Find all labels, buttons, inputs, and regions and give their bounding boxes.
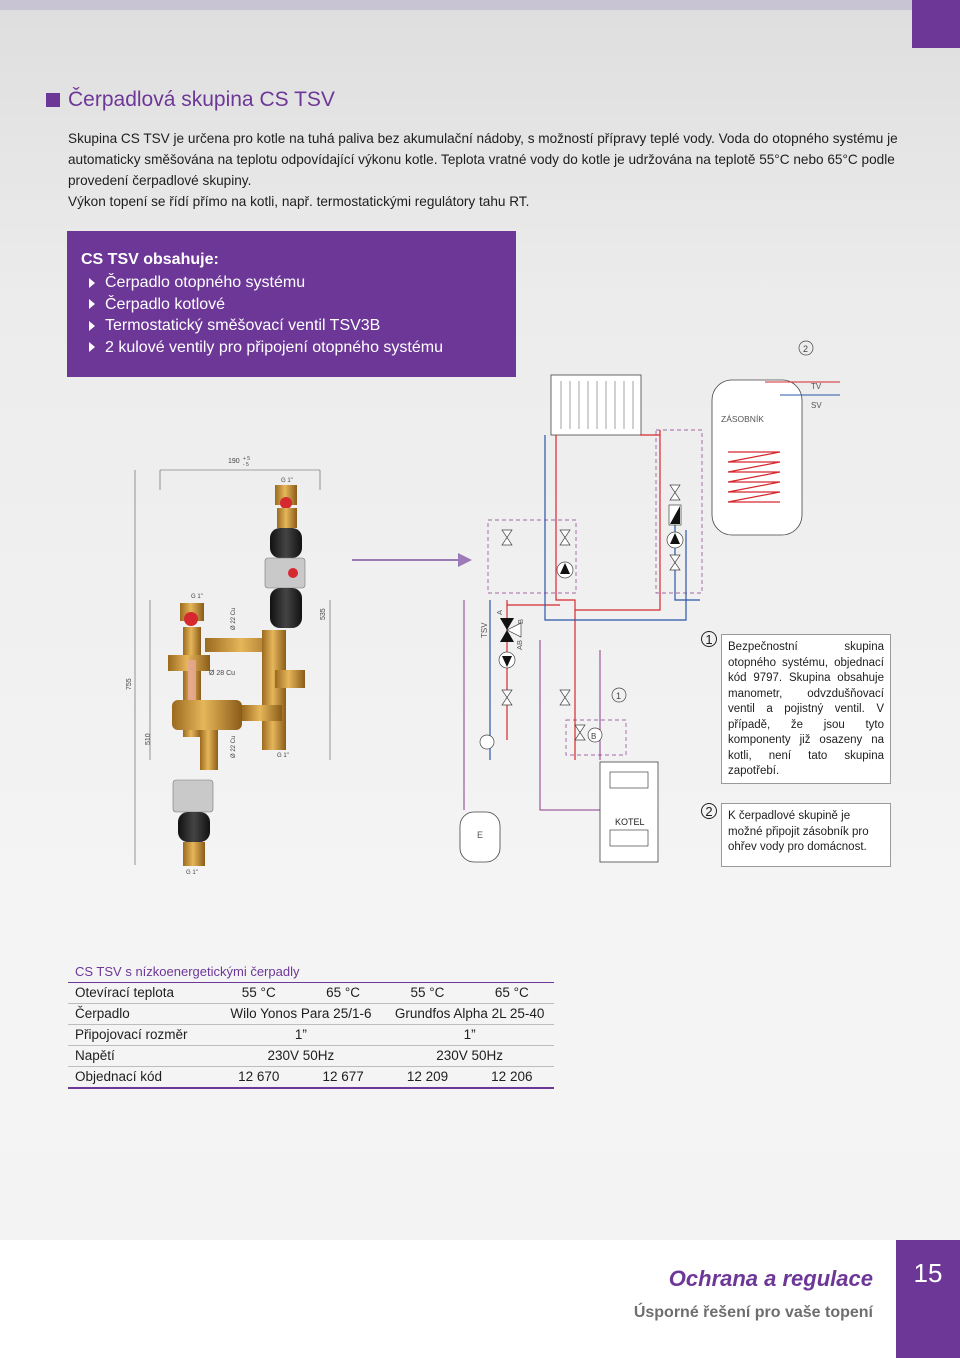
table-cell: 230V 50Hz [436,1048,504,1063]
table-row: Čerpadlo Wilo Yonos Para 25/1-6 Grundfos… [68,1004,554,1025]
triangle-bullet-icon [89,342,95,353]
table-cell: 12 670 [238,1069,280,1084]
dimension-22cu-bottom-label: Ø 22 Cu [231,736,237,758]
top-fitting [275,485,297,505]
footer-slogan: Ochrana a regulace [668,1266,873,1291]
hot-water-outlet-label: TV [811,382,822,391]
marker-2-circle [798,340,814,356]
page-number-box: 15 [896,1240,960,1358]
table-row-label: Otevírací teplota [75,985,175,1000]
upper-insulation [270,528,302,558]
table-row-label: Objednací kód [75,1069,163,1084]
valve-port-b-label: B [516,619,525,624]
table-caption: CS TSV s nízkoenergetickými čerpadly [68,962,554,983]
table-cell: Wilo Yonos Para 25/1-6 [230,1006,372,1021]
title-square-icon [46,93,60,107]
dimension-535-label: 535 [320,608,327,620]
left-ball-valve-handle [184,612,198,626]
boiler-pump [172,779,214,813]
footer-strip [0,1240,960,1358]
expansion-vessel-label: E [477,830,483,840]
connection-g1-top-label: G 1" [281,478,293,484]
dimension-28cu-label: Ø 28 Cu [209,670,235,677]
top-ball-valve-handle [280,497,292,509]
triangle-bullet-icon [89,299,95,310]
page-title: Čerpadlová skupina CS TSV [46,88,335,112]
contents-item: Termostatický směšovací ventil TSV3B [89,315,443,337]
table-cell: 55 °C [410,985,445,1000]
top-border-line [0,0,912,10]
table-row: Napětí 230V 50Hz 230V 50Hz [68,1046,554,1067]
expansion-vessel [459,811,501,863]
contents-list: Čerpadlo otopného systému Čerpadlo kotlo… [89,272,443,358]
corner-tab [912,0,960,48]
table-row: Otevírací teplota 55 °C 65 °C 55 °C 65 °… [68,983,554,1004]
dimension-tolerance-plus: + 5 [243,456,250,462]
technical-figure: 190 + 5 - 5 G 1" G 1" G 1" G 1" Ø 28 Cu … [126,340,840,876]
marker-2-text: 2 [803,344,808,354]
note-safety-group: Bezpečnostní skupina otopného systému, o… [721,634,891,784]
pump-group-drawing: 190 + 5 - 5 G 1" G 1" G 1" G 1" Ø 28 Cu … [126,456,331,876]
table-cell: 65 °C [326,985,361,1000]
dimension-190-label: 190 [228,458,240,465]
page-title-text: Čerpadlová skupina CS TSV [68,88,335,111]
marker-1-circle [611,687,627,703]
intro-text: Skupina CS TSV je určena pro kotle na tu… [68,128,898,212]
intro-paragraph-1: Skupina CS TSV je určena pro kotle na tu… [68,131,898,188]
mixing-valve-label: TSV [480,622,489,638]
contents-box-heading: CS TSV obsahuje: [81,251,219,268]
triangle-bullet-icon [89,277,95,288]
table-cell: 1” [294,1027,307,1042]
valve-port-a-label: A [495,610,504,615]
boiler-label: KOTEL [615,817,645,827]
product-table: CS TSV s nízkoenergetickými čerpadly Ote… [68,962,554,1089]
triangle-bullet-icon [89,320,95,331]
cold-water-inlet-label: SV [811,401,822,410]
table-row-label: Napětí [75,1048,115,1063]
note-storage-tank: K čerpadlové skupině je možné připojit z… [721,803,891,867]
connection-g1-left-label: G 1" [191,594,203,600]
valve-port-ab-label: AB [515,640,524,650]
thermostatic-mixing-valve [172,700,242,730]
direction-arrow [352,553,472,567]
radiator [550,374,642,436]
boiler [599,761,659,863]
contents-box: CS TSV obsahuje: Čerpadlo otopného systé… [67,231,516,377]
footer-subslogan: Úsporné řešení pro vaše topení [633,1304,873,1321]
table-cell: 55 °C [241,985,276,1000]
dimension-tolerance-minus: - 5 [243,462,249,468]
table-cell: 230V 50Hz [267,1048,335,1063]
table-cell: 12 677 [322,1069,364,1084]
safety-valve-b-label: B [591,732,596,741]
dimension-22cu-top-label: Ø 22 Cu [231,608,237,630]
hydraulic-schema: ZÁSOBNÍK TV SV 2 [459,340,840,863]
connection-g1-bottom-label: G 1" [186,870,198,876]
heating-circuit-pump [264,557,306,589]
note-1-badge: 1 [701,631,717,647]
contents-item: 2 kulové ventily pro připojení otopného … [89,337,443,359]
table-cell: 12 206 [491,1069,533,1084]
table-row-label: Připojovací rozměr [75,1027,188,1042]
hot-water-storage-tank [711,379,803,536]
table-row: Objednací kód 12 670 12 677 12 209 12 20… [68,1067,554,1089]
table-cell: 1” [463,1027,476,1042]
contents-item: Čerpadlo otopného systému [89,272,443,294]
marker-1-text: 1 [616,691,621,701]
storage-tank-label: ZÁSOBNÍK [721,414,764,424]
page-number: 15 [913,1258,943,1288]
table-cell: 12 209 [406,1069,449,1084]
table-row: Připojovací rozměr 1” 1” [68,1025,554,1046]
note-2-badge: 2 [701,803,717,819]
table-cell: Grundfos Alpha 2L 25-40 [394,1006,545,1021]
table-cell: 65 °C [494,985,529,1000]
table-row-label: Čerpadlo [75,1006,130,1021]
contents-item: Čerpadlo kotlové [89,294,443,316]
dimension-510-label: 510 [145,733,152,745]
intro-paragraph-2: Výkon topení se řídí přímo na kotli, nap… [68,194,530,209]
connection-g1-right-label: G 1" [277,753,289,759]
dimension-755-label: 755 [126,678,133,690]
